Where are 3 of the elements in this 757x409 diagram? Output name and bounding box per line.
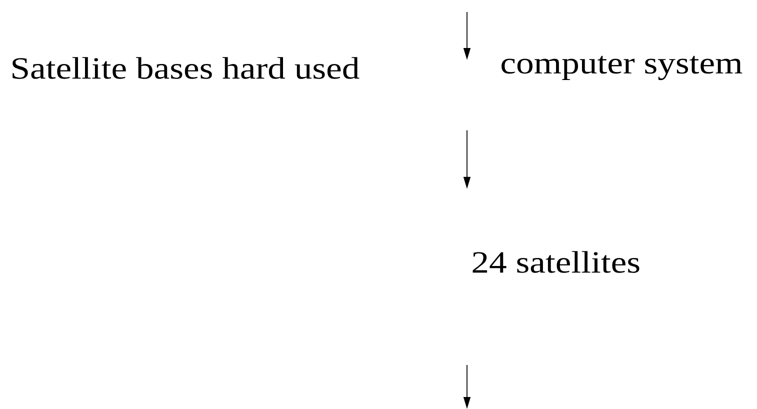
text-label: 24 satellites: [472, 251, 640, 273]
text-label: Satellite bases hard used: [12, 57, 360, 79]
text-label: computer system: [502, 56, 742, 80]
